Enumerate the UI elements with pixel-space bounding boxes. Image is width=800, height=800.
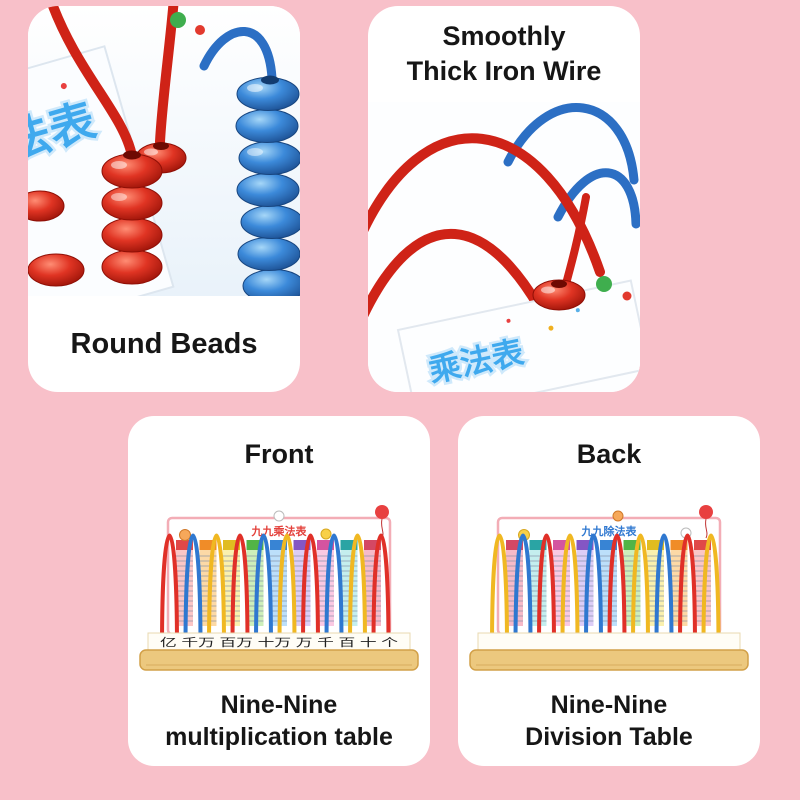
iron-wire-label: Smoothly Thick Iron Wire <box>368 6 640 102</box>
iron-wire-label-line2: Thick Iron Wire <box>406 56 602 86</box>
green-ball <box>170 12 186 28</box>
whiteboard: 乘法表 <box>396 279 640 392</box>
iron-wire-label-line1: Smoothly <box>442 20 566 51</box>
board-decorations <box>179 505 389 541</box>
front-caption: Nine-Nine multiplication table <box>128 677 430 766</box>
red-ball <box>195 25 205 35</box>
balloon <box>375 505 389 519</box>
card-front: Front 九九乘法表 <box>128 416 430 766</box>
wooden-base <box>139 649 419 671</box>
round-beads-label: Round Beads <box>70 327 258 360</box>
base-strip <box>477 632 741 651</box>
round-beads-photo: 法表 <box>28 6 300 296</box>
board-title: 九九除法表 <box>581 524 638 538</box>
confetti-dot <box>548 325 554 331</box>
back-caption-line1: Nine-Nine <box>550 691 668 720</box>
front-caption-line2: multiplication table <box>165 722 393 751</box>
wooden-base <box>469 649 749 671</box>
front-title: Front <box>244 439 314 469</box>
front-caption-line1: Nine-Nine <box>220 691 338 720</box>
back-caption-line2: Division Table <box>525 722 693 751</box>
wire-arches <box>490 533 721 650</box>
balloon <box>699 505 713 519</box>
red-bead-stack <box>101 150 163 285</box>
iron-wire-illustration: 乘法表 <box>368 102 640 392</box>
place-value-text: 亿 千万 百万 十万 万 千 百 十 个 <box>160 635 398 649</box>
wire-arches <box>160 533 391 650</box>
round-beads-illustration: 法表 <box>28 6 300 296</box>
back-photo: 九九除法表 <box>458 472 760 677</box>
red-beads-left <box>28 190 85 287</box>
confetti-dot <box>60 83 67 90</box>
green-ball <box>596 276 612 292</box>
blue-wire <box>199 27 277 83</box>
red-ball <box>622 291 632 301</box>
confetti-dot <box>575 308 580 313</box>
confetti-dot <box>506 318 511 323</box>
abacus-back-illustration: 九九除法表 <box>469 505 749 671</box>
blue-bead-stack <box>235 75 300 296</box>
front-photo: 九九乘法表 <box>128 472 430 677</box>
red-bead <box>532 279 586 311</box>
back-caption: Nine-Nine Division Table <box>458 677 760 766</box>
card-back: Back 九九除法表 <box>458 416 760 766</box>
board-title: 九九乘法表 <box>251 524 308 538</box>
abacus-front-illustration: 九九乘法表 <box>139 505 419 671</box>
iron-wire-photo: 乘法表 <box>368 102 640 392</box>
back-title: Back <box>576 439 642 469</box>
card-round-beads: 法表 <box>28 6 300 392</box>
card-iron-wire: Smoothly Thick Iron Wire <box>368 6 640 392</box>
